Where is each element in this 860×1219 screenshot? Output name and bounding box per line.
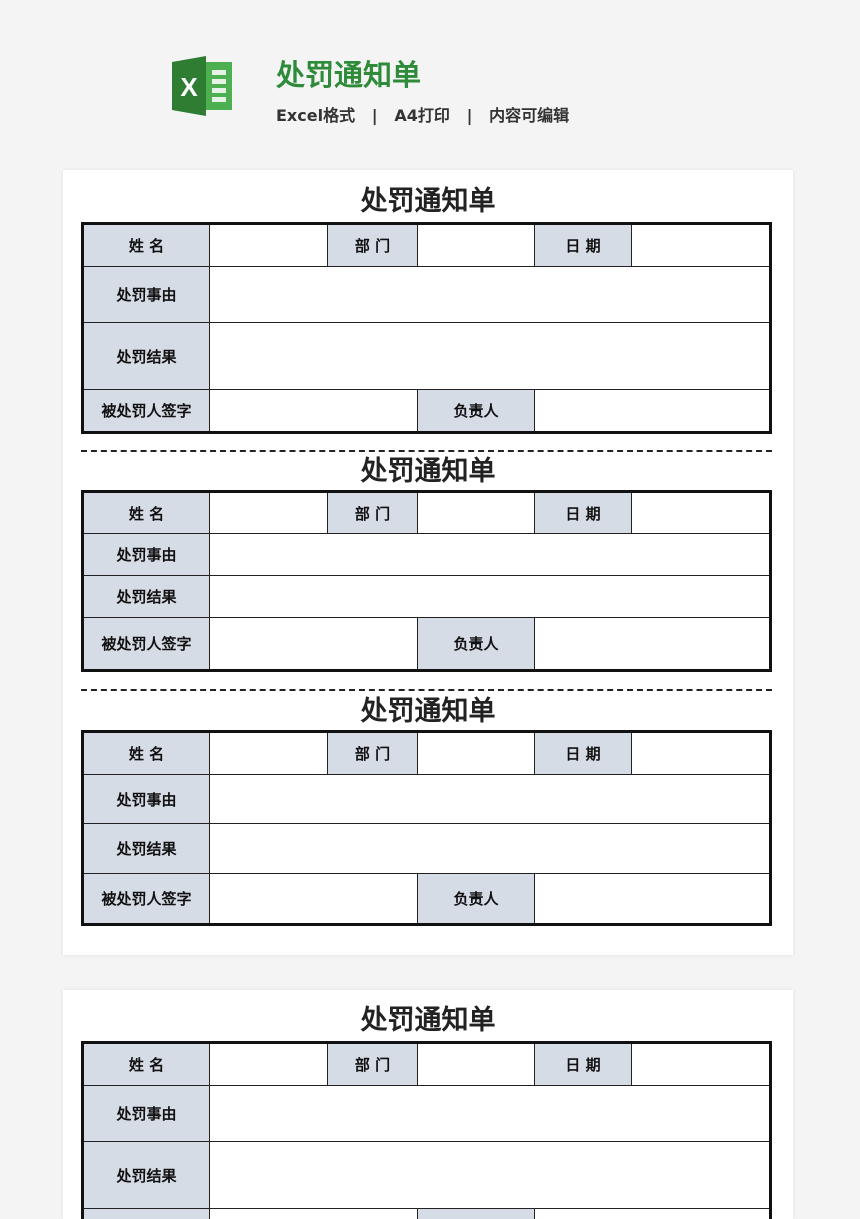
field-name[interactable] xyxy=(209,1042,328,1086)
label-signature: 被处罚人签字 xyxy=(82,389,210,433)
label-signature: 被处罚人签字 xyxy=(82,1208,210,1219)
label-date: 日 期 xyxy=(534,1042,632,1086)
field-dept[interactable] xyxy=(417,223,535,267)
field-name[interactable] xyxy=(209,731,328,775)
label-result: 处罚结果 xyxy=(82,1141,210,1209)
form-row: 处罚结果 xyxy=(82,575,771,618)
label-dept: 部 门 xyxy=(327,1042,418,1086)
form-title: 处罚通知单 xyxy=(360,456,496,487)
label-reason: 处罚事由 xyxy=(82,774,210,824)
form-row: 姓 名部 门日 期 xyxy=(82,731,771,775)
field-manager[interactable] xyxy=(534,389,771,433)
field-result[interactable] xyxy=(209,322,771,390)
field-name[interactable] xyxy=(209,223,328,267)
label-manager: 负责人 xyxy=(417,617,535,671)
label-name: 姓 名 xyxy=(82,223,210,267)
notice-form-table: 姓 名 部 门 日 期处罚事由处罚结果被处罚人签字 负责人 xyxy=(81,730,772,926)
svg-text:X: X xyxy=(180,72,198,102)
form-row: 姓 名部 门日 期 xyxy=(82,1042,771,1086)
label-manager: 负责人 xyxy=(417,873,535,925)
field-manager[interactable] xyxy=(534,873,771,925)
form-title: 处罚通知单 xyxy=(360,186,496,217)
notice-form-table: 姓 名 部 门 日 期处罚事由处罚结果被处罚人签字 负责人 xyxy=(81,222,772,434)
field-result[interactable] xyxy=(209,1141,771,1209)
field-date[interactable] xyxy=(631,1042,771,1086)
form-row: 处罚结果 xyxy=(82,1141,771,1209)
field-reason[interactable] xyxy=(209,774,771,824)
label-dept: 部 门 xyxy=(327,731,418,775)
label-signature: 被处罚人签字 xyxy=(82,873,210,925)
field-dept[interactable] xyxy=(417,491,535,534)
form-row: 被处罚人签字 负责人 xyxy=(82,617,771,671)
form-row: 处罚结果 xyxy=(82,823,771,874)
label-manager: 负责人 xyxy=(417,1208,535,1219)
label-date: 日 期 xyxy=(534,491,632,534)
field-dept[interactable] xyxy=(417,731,535,775)
field-signature[interactable] xyxy=(209,389,418,433)
field-reason[interactable] xyxy=(209,266,771,323)
notice-form-table: 姓 名 部 门 日 期处罚事由处罚结果被处罚人签字 负责人 xyxy=(81,490,772,672)
form-row: 被处罚人签字 负责人 xyxy=(82,389,771,433)
label-name: 姓 名 xyxy=(82,491,210,534)
field-result[interactable] xyxy=(209,823,771,874)
form-row: 被处罚人签字 负责人 xyxy=(82,1208,771,1219)
form-row: 处罚事由 xyxy=(82,1085,771,1142)
label-name: 姓 名 xyxy=(82,1042,210,1086)
field-date[interactable] xyxy=(631,731,771,775)
field-manager[interactable] xyxy=(534,1208,771,1219)
label-date: 日 期 xyxy=(534,223,632,267)
form-title: 处罚通知单 xyxy=(360,696,496,727)
page-subtitle: Excel格式 | A4打印 | 内容可编辑 xyxy=(276,106,570,125)
form-title: 处罚通知单 xyxy=(360,1005,496,1036)
label-name: 姓 名 xyxy=(82,731,210,775)
label-result: 处罚结果 xyxy=(82,575,210,618)
label-dept: 部 门 xyxy=(327,491,418,534)
cut-line xyxy=(81,689,772,691)
label-reason: 处罚事由 xyxy=(82,533,210,576)
label-result: 处罚结果 xyxy=(82,823,210,874)
form-row: 姓 名部 门日 期 xyxy=(82,491,771,534)
field-dept[interactable] xyxy=(417,1042,535,1086)
form-row: 处罚事由 xyxy=(82,266,771,323)
label-signature: 被处罚人签字 xyxy=(82,617,210,671)
label-date: 日 期 xyxy=(534,731,632,775)
form-row: 处罚结果 xyxy=(82,322,771,390)
field-result[interactable] xyxy=(209,575,771,618)
field-signature[interactable] xyxy=(209,873,418,925)
excel-icon: X xyxy=(172,56,234,116)
field-signature[interactable] xyxy=(209,1208,418,1219)
form-row: 处罚事由 xyxy=(82,774,771,824)
field-signature[interactable] xyxy=(209,617,418,671)
field-date[interactable] xyxy=(631,223,771,267)
form-row: 被处罚人签字 负责人 xyxy=(82,873,771,925)
label-dept: 部 门 xyxy=(327,223,418,267)
form-row: 姓 名部 门日 期 xyxy=(82,223,771,267)
label-manager: 负责人 xyxy=(417,389,535,433)
label-result: 处罚结果 xyxy=(82,322,210,390)
page-title: 处罚通知单 xyxy=(276,58,422,92)
cut-line xyxy=(81,450,772,452)
field-name[interactable] xyxy=(209,491,328,534)
field-date[interactable] xyxy=(631,491,771,534)
label-reason: 处罚事由 xyxy=(82,1085,210,1142)
field-reason[interactable] xyxy=(209,533,771,576)
field-manager[interactable] xyxy=(534,617,771,671)
field-reason[interactable] xyxy=(209,1085,771,1142)
label-reason: 处罚事由 xyxy=(82,266,210,323)
form-row: 处罚事由 xyxy=(82,533,771,576)
sheet-page-1: 处罚通知单姓 名部 门日 期处罚事由处罚结果被处罚人签字负责人处罚通知单姓 名部… xyxy=(63,170,793,955)
